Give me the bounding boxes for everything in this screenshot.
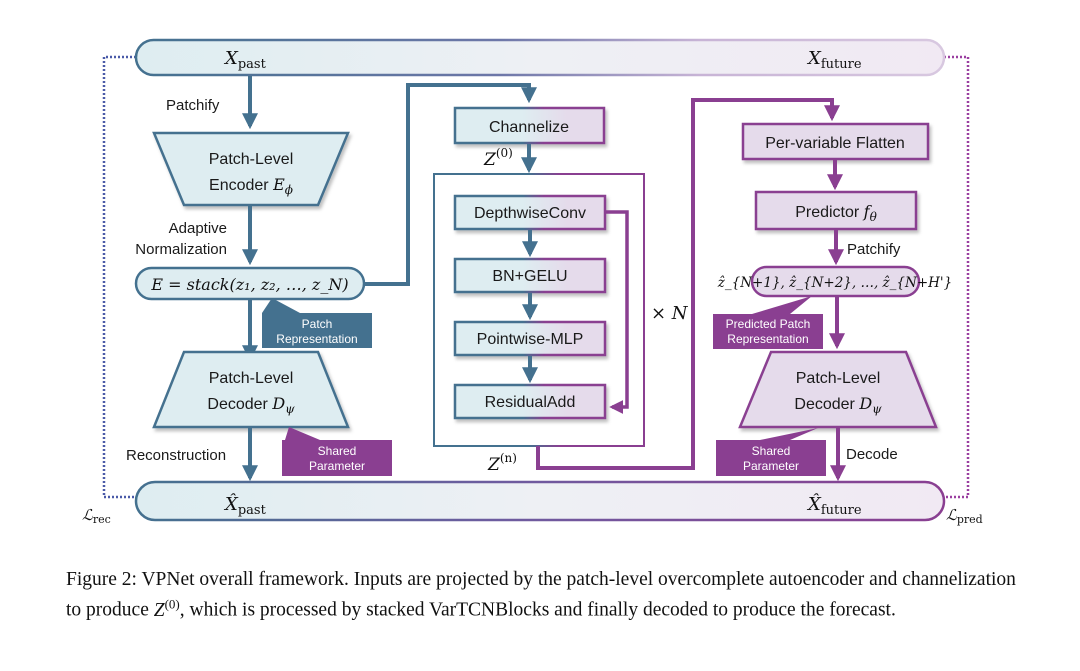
normalization-label: Normalization xyxy=(135,241,227,258)
vartcn-step-depthwiseconv: DepthwiseConv xyxy=(453,194,607,231)
rec-loss-dotted-line xyxy=(102,55,136,499)
figure-caption: Figure 2: VPNet overall framework. Input… xyxy=(66,568,1026,623)
svg-text:Patch: Patch xyxy=(302,317,333,331)
decoder-right-line1: Patch-Level xyxy=(796,370,881,387)
zn-label: Z(n) xyxy=(487,451,517,475)
caption-part1: Figure 2: VPNet overall framework. Input… xyxy=(66,569,1016,621)
predicted-patches-pill: ẑ_{N+1}, ẑ_{N+2}, …, ẑ_{N+H'} xyxy=(717,265,952,298)
vartcn-step-residualadd: ResidualAdd xyxy=(453,383,607,420)
svg-text:E = stack(z₁, z₂, …, z_N): E = stack(z₁, z₂, …, z_N) xyxy=(150,275,348,294)
vartcn-step-bn-gelu: BN+GELU xyxy=(453,257,607,294)
vpnet-framework-diagram: Xpast Xfuture X̂past X̂future ℒrec ℒpred… xyxy=(82,38,983,526)
predictor-box xyxy=(754,190,918,231)
caption-part2: , which is processed by stacked VarTCNBl… xyxy=(179,599,896,621)
x-hat-past-label: X̂past xyxy=(223,493,267,518)
patch-level-encoder xyxy=(152,131,350,207)
svg-text:ẑ_{N+1}, ẑ_{N+2}, …, ẑ_{N+H'}: ẑ_{N+1}, ẑ_{N+2}, …, ẑ_{N+H'} xyxy=(717,275,952,291)
stack-to-channelize-connector xyxy=(364,83,537,286)
patchify-label-left: Patchify xyxy=(166,97,220,114)
encoder-label-line2: Encoder Eϕ xyxy=(209,175,293,197)
svg-text:Parameter: Parameter xyxy=(309,459,365,473)
decoder-left-line2: Decoder Dψ xyxy=(207,394,295,416)
adaptive-label: Adaptive xyxy=(169,220,227,237)
channelize-box xyxy=(453,106,606,145)
patch-representation-callout: Patch Representation xyxy=(262,298,372,348)
stack-embedding-pill: E = stack(z₁, z₂, …, z_N) xyxy=(134,266,366,301)
shared-parameter-callout-right: Shared Parameter xyxy=(716,428,826,476)
rec-loss-label: ℒrec xyxy=(82,506,111,526)
vartcn-step-label: ResidualAdd xyxy=(485,394,576,411)
svg-text:Representation: Representation xyxy=(276,332,357,346)
zn-to-flatten-connector xyxy=(536,98,840,470)
x-future-label: Xfuture xyxy=(806,48,862,72)
svg-text:Shared: Shared xyxy=(318,444,357,458)
channelize-label: Channelize xyxy=(489,119,569,136)
patch-level-decoder-left xyxy=(152,350,350,429)
pred-loss-dotted-line xyxy=(944,55,970,499)
x-past-label: Xpast xyxy=(223,48,267,72)
svg-text:Predicted Patch: Predicted Patch xyxy=(726,317,811,331)
svg-text:Representation: Representation xyxy=(727,332,808,346)
shared-parameter-callout-left: Shared Parameter xyxy=(282,427,392,476)
x-hat-future-label: X̂future xyxy=(806,493,862,518)
predictor-label: Predictor fθ xyxy=(795,202,877,224)
vartcn-step-label: BN+GELU xyxy=(492,268,567,285)
svg-text:Parameter: Parameter xyxy=(743,459,799,473)
caption-z0: Z(0) xyxy=(153,596,180,621)
reconstruction-label: Reconstruction xyxy=(126,447,226,464)
patchify-label-right: Patchify xyxy=(847,241,901,258)
encoder-label-line1: Patch-Level xyxy=(209,151,294,168)
z0-label: Z(0) xyxy=(483,146,513,170)
residual-connection xyxy=(606,210,629,414)
decoder-left-line1: Patch-Level xyxy=(209,370,294,387)
svg-text:Shared: Shared xyxy=(752,444,791,458)
patch-level-decoder-right xyxy=(738,350,938,429)
pred-loss-label: ℒpred xyxy=(946,506,983,526)
flatten-label: Per-variable Flatten xyxy=(765,135,905,152)
vartcn-step-label: DepthwiseConv xyxy=(474,205,586,222)
repeat-n-label: × N xyxy=(651,303,689,324)
vartcn-step-pointwise-mlp: Pointwise-MLP xyxy=(453,320,607,357)
x-input-bar: Xpast Xfuture xyxy=(134,38,946,77)
predicted-patch-representation-callout: Predicted Patch Representation xyxy=(713,296,823,349)
vartcn-step-label: Pointwise-MLP xyxy=(477,331,584,348)
decode-label: Decode xyxy=(846,446,898,463)
x-hat-output-bar: X̂past X̂future xyxy=(134,480,946,522)
per-variable-flatten-box xyxy=(741,122,930,161)
decoder-right-line2: Decoder Dψ xyxy=(794,394,882,416)
